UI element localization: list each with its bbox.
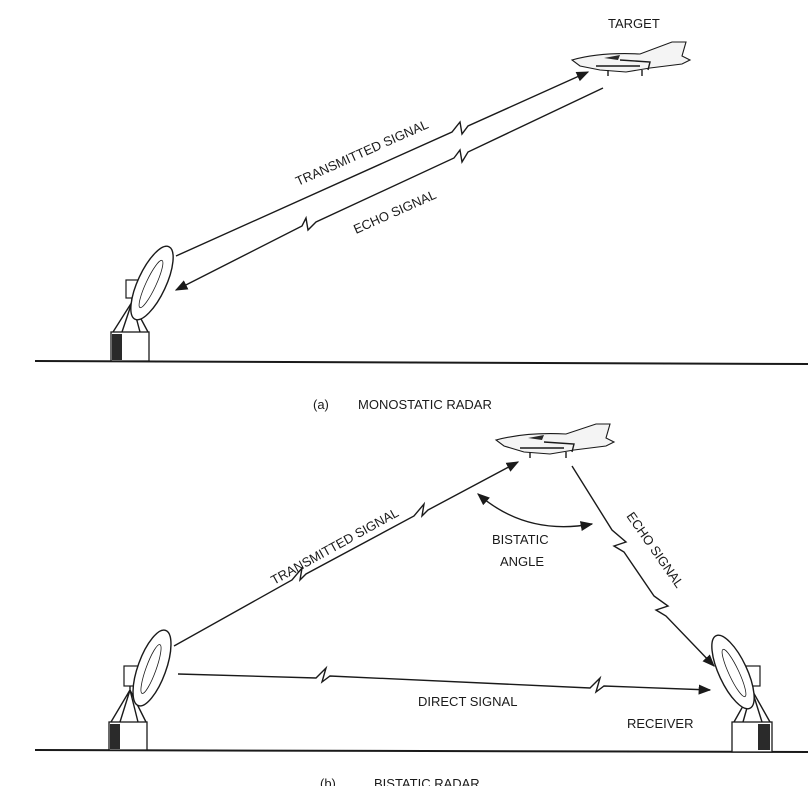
bistatic-angle-label-line1: BISTATIC xyxy=(492,532,549,547)
direct-signal-arrow xyxy=(177,665,712,695)
bistatic-receiver-antenna xyxy=(711,634,773,753)
bistatic-target-aircraft xyxy=(494,423,616,458)
ground-line-b xyxy=(34,749,809,753)
bistatic-panel: RECEIVER TRANSMITTED SIGNAL ECHO SIGNAL … xyxy=(34,423,809,786)
bistatic-angle-label-line2: ANGLE xyxy=(500,554,544,569)
monostatic-target-aircraft xyxy=(570,41,692,76)
bistatic-transmitted-signal-arrow xyxy=(173,461,520,647)
bistatic-echo-label: ECHO SIGNAL xyxy=(624,509,687,590)
caption-a-letter: (a) xyxy=(313,397,329,412)
ground-line-a xyxy=(34,360,809,365)
bistatic-transmitter-antenna xyxy=(108,629,172,751)
receiver-label: RECEIVER xyxy=(627,716,693,731)
direct-signal-label: DIRECT SIGNAL xyxy=(418,694,517,709)
caption-b-text: BISTATIC RADAR xyxy=(374,776,480,786)
monostatic-panel: TARGET TRANSMITTED SIGNAL ECHO SIGNAL (a… xyxy=(34,16,809,412)
bistatic-transmitted-label: TRANSMITTED SIGNAL xyxy=(268,505,401,588)
target-label: TARGET xyxy=(608,16,660,31)
bistatic-angle-arc xyxy=(477,493,594,531)
monostatic-echo-signal-arrow xyxy=(174,87,604,291)
bistatic-echo-signal-arrow xyxy=(571,465,715,667)
monostatic-transmitted-signal-arrow xyxy=(175,71,590,257)
monostatic-radar-antenna xyxy=(110,245,174,362)
caption-a-text: MONOSTATIC RADAR xyxy=(358,397,492,412)
monostatic-echo-label: ECHO SIGNAL xyxy=(351,187,438,237)
caption-b-letter: (b) xyxy=(320,776,336,786)
